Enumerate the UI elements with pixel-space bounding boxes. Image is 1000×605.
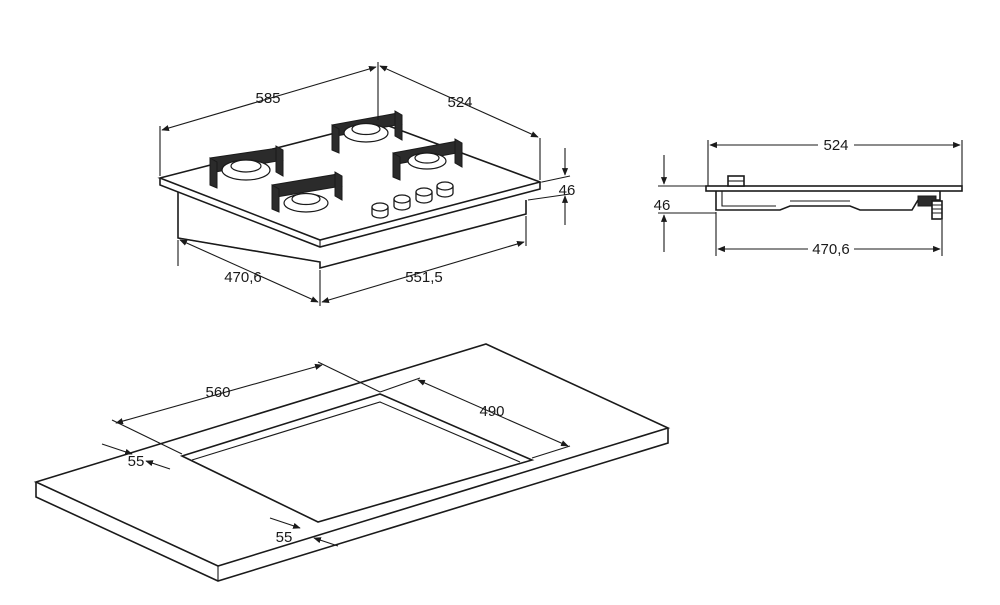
dimension-side-height: 46 bbox=[654, 155, 716, 252]
grate-leg bbox=[392, 152, 401, 181]
dimension-cutout-width: 560 bbox=[111, 361, 381, 455]
dimension-hob-height: 46 bbox=[527, 148, 576, 225]
grate-leg bbox=[209, 157, 218, 189]
label-base-depth: 470,6 bbox=[224, 269, 262, 286]
dimension-cutout-depth: 490 bbox=[379, 377, 571, 459]
label-side-base-depth: 470,6 bbox=[812, 241, 850, 258]
hob-perspective-view: 585 524 46 470,6 551,5 bbox=[157, 62, 576, 306]
dimension-side-base-depth: 470,6 bbox=[715, 212, 943, 258]
knob bbox=[393, 194, 411, 211]
grate-leg bbox=[331, 124, 340, 154]
label-backdrop bbox=[808, 240, 854, 258]
label-hob-width: 585 bbox=[255, 90, 280, 107]
knob bbox=[371, 202, 389, 219]
hob-base-body bbox=[177, 192, 527, 270]
dimension-side-depth: 524 bbox=[707, 136, 963, 186]
label-side-depth: 524 bbox=[823, 137, 848, 154]
burner-crown bbox=[230, 159, 262, 173]
label-cutout-depth: 490 bbox=[479, 403, 504, 420]
burner-crown bbox=[351, 122, 381, 136]
dimension-back-margin: 55 bbox=[101, 443, 171, 470]
gas-connector bbox=[917, 195, 943, 220]
grate-leg bbox=[271, 184, 280, 213]
grate-leg bbox=[275, 145, 284, 177]
hob-side-view: 524 46 470,6 bbox=[654, 136, 963, 258]
dimension-base-width: 551,5 bbox=[321, 216, 527, 303]
grate-leg bbox=[334, 171, 343, 201]
side-body-inner bbox=[721, 191, 776, 207]
label-front-margin: 55 bbox=[276, 529, 293, 546]
label-base-width: 551,5 bbox=[405, 269, 443, 286]
label-hob-height: 46 bbox=[559, 182, 576, 199]
burner-back-right bbox=[392, 138, 463, 181]
label-back-margin: 55 bbox=[128, 453, 145, 470]
label-backdrop bbox=[818, 136, 854, 154]
worktop-cutout-view: 560 490 55 55 bbox=[33, 343, 671, 582]
label-cutout-width: 560 bbox=[205, 384, 230, 401]
dimension-hob-depth: 524 bbox=[379, 65, 541, 180]
label-side-height: 46 bbox=[654, 197, 671, 214]
dimension-base-depth: 470,6 bbox=[177, 239, 321, 306]
grate-leg bbox=[454, 138, 463, 168]
dimension-front-margin: 55 bbox=[269, 517, 339, 547]
burner-crown bbox=[414, 152, 440, 164]
burner-front-right bbox=[271, 171, 343, 213]
grate-leg bbox=[394, 110, 403, 141]
label-hob-depth: 524 bbox=[447, 94, 472, 111]
control-knobs bbox=[371, 181, 454, 219]
side-glass-top bbox=[705, 185, 963, 192]
hob-base-edge bbox=[177, 237, 321, 263]
burner-front-left bbox=[209, 145, 284, 189]
dimension-hob-width: 585 bbox=[159, 62, 379, 176]
knob bbox=[415, 187, 433, 204]
knob bbox=[436, 181, 454, 198]
burner-crown bbox=[291, 192, 321, 206]
connector-fitting bbox=[931, 200, 943, 220]
